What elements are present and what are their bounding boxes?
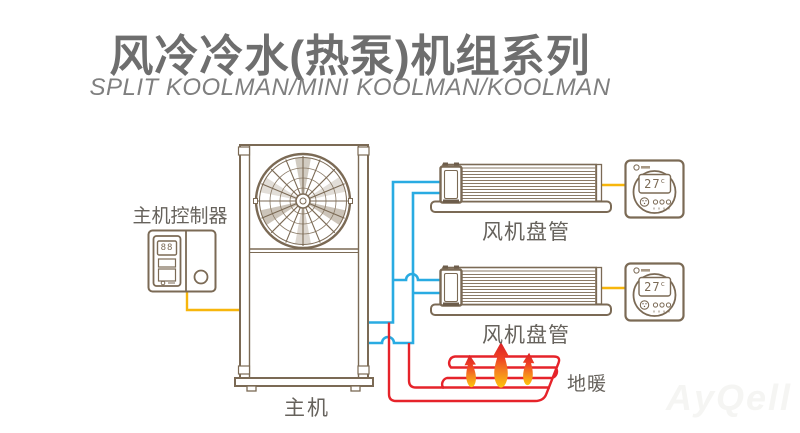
main-unit-drawing	[234, 144, 374, 392]
page-title: 风冷冷水(热泵)机组系列	[109, 32, 591, 81]
thermostat-1-unit: c	[660, 177, 666, 185]
controller-label: 主机控制器	[132, 206, 228, 227]
thermostat-1-display: 27c	[640, 177, 670, 191]
controller-wire	[185, 291, 240, 312]
fan-coil-1-label: 风机盘管	[482, 221, 570, 244]
fan-coil-2-label: 风机盘管	[482, 324, 570, 347]
page-subtitle: SPLIT KOOLMAN/MINI KOOLMAN/KOOLMAN	[89, 74, 611, 101]
controller-knob[interactable]	[193, 269, 209, 285]
thermostat-2-temp: 27	[644, 280, 661, 294]
controller-drawing	[147, 229, 217, 293]
controller-button[interactable]	[157, 258, 177, 268]
fan-icon	[253, 152, 353, 250]
fan-coil-2-drawing	[429, 264, 613, 317]
controller-button[interactable]	[157, 268, 177, 282]
thermostat-2-unit: c	[660, 280, 666, 288]
fan-coil-1-drawing	[429, 161, 613, 214]
watermark: AyQell	[665, 377, 792, 418]
controller-display	[156, 240, 178, 256]
thermostat-2-display: 27c	[640, 280, 670, 294]
floor-heating-pipes	[387, 322, 561, 403]
thermostat-1-temp: 27	[644, 177, 661, 191]
floor-heating-label: 地暖	[567, 374, 608, 395]
controller-display-value: 88	[160, 243, 174, 253]
main-unit-label: 主机	[284, 397, 330, 420]
